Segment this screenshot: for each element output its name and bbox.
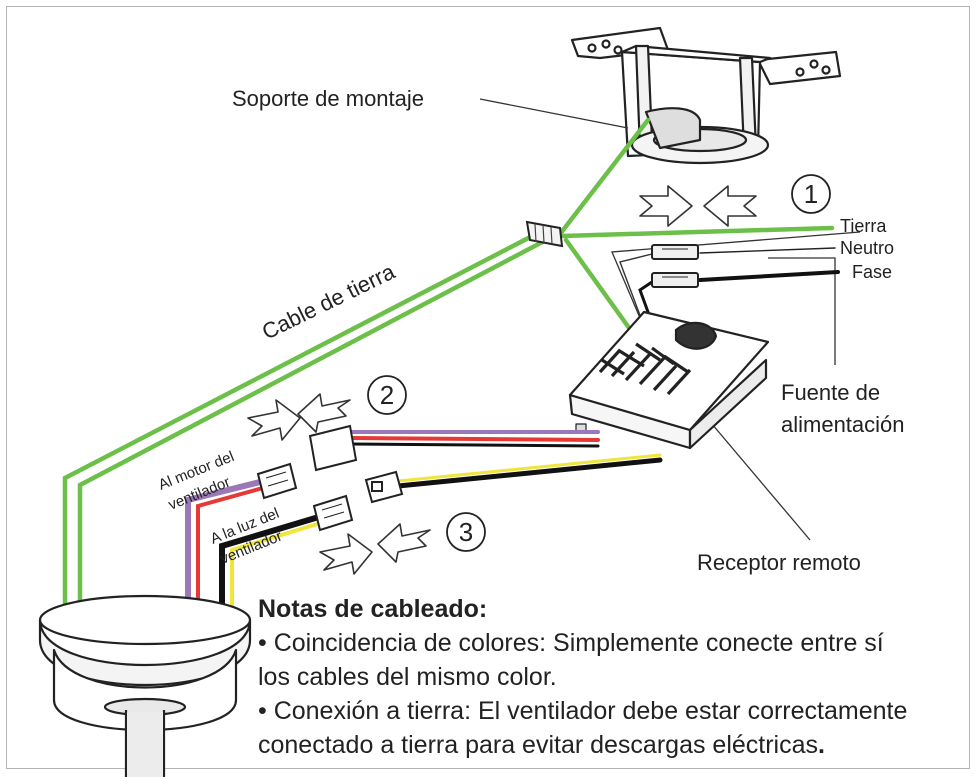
diagram-frame (6, 6, 970, 769)
motor-wires (350, 430, 600, 448)
phase-label: Fase (852, 262, 893, 282)
mounting-bracket-label: Soporte de montaje (232, 86, 425, 111)
step1-arrows (639, 185, 757, 227)
mounting-bracket (570, 26, 842, 165)
step1-number: 1 (804, 179, 818, 209)
fan-connectors (256, 462, 354, 532)
step3-arrows (319, 523, 431, 575)
wiring-notes: Notas de cableado: • Coincidencia de col… (258, 592, 958, 762)
step-circles (367, 174, 831, 552)
fan-canopy (38, 594, 252, 777)
step3-number: 3 (459, 517, 473, 547)
step2-arrows (247, 393, 351, 441)
ground-wires (62, 117, 835, 608)
wiring-note-2-text: conectado a tierra para evitar descargas… (258, 731, 819, 759)
remote-receiver-box (568, 310, 770, 450)
step1-circle (791, 174, 831, 214)
supply-connectors (651, 244, 699, 288)
wiring-notes-title: Notas de cableado: (258, 595, 488, 623)
power-supply-label-line1: Fuente de (781, 380, 881, 405)
light-wires (395, 453, 663, 489)
earth-label: Tierra (840, 216, 887, 236)
wiring-note-2-line1: • Conexión a tierra: El ventilador debe … (258, 697, 908, 725)
neutral-label: Neutro (840, 238, 895, 258)
step2-number: 2 (380, 380, 394, 410)
wire-nut (525, 220, 564, 248)
step-numbers: 1 2 3 (380, 179, 818, 547)
wiring-note-2-period: . (818, 731, 825, 759)
remote-receiver-label: Receptor remoto (697, 550, 861, 575)
fan-wires (185, 477, 326, 608)
step3-circle (446, 512, 486, 552)
wiring-note-1-line1: • Coincidencia de colores: Simplemente c… (258, 629, 884, 657)
power-supply-label-line2: alimentación (781, 412, 905, 437)
step2-circle (367, 375, 407, 415)
wiring-note-1-line2: los cables del mismo color. (258, 663, 557, 691)
receiver-connectors (308, 424, 404, 504)
wiring-note-2-line2: conectado a tierra para evitar descargas… (258, 728, 958, 762)
